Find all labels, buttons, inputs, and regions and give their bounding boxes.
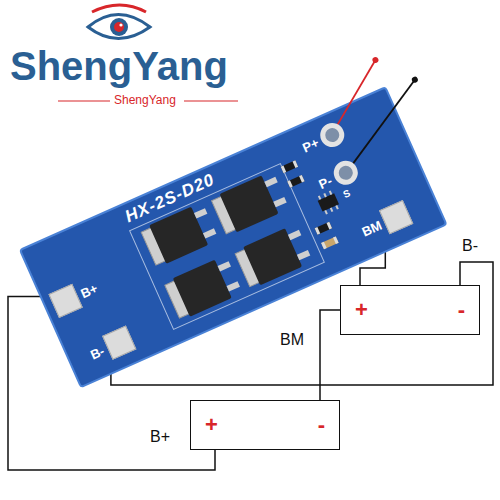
polarity-mark: - bbox=[318, 412, 325, 438]
smd-resistor bbox=[281, 158, 339, 252]
brand-subtitle: ShengYang bbox=[114, 93, 176, 107]
output-lead bbox=[313, 45, 440, 168]
pad-metal bbox=[330, 157, 362, 189]
pad-label: P- bbox=[316, 172, 334, 191]
pad-metal bbox=[48, 284, 82, 318]
mosfet bbox=[234, 223, 313, 289]
pad-label: B- bbox=[88, 343, 107, 362]
balance-pad: BM bbox=[354, 197, 416, 246]
pad-metal bbox=[379, 200, 413, 234]
pcb-board: HX-2S-D20 P+ P- BM B+ B- S bbox=[20, 87, 446, 387]
pad-label: BM bbox=[359, 217, 384, 239]
pad-metal bbox=[102, 326, 136, 360]
battery-wire bbox=[320, 310, 340, 400]
polarity-mark: - bbox=[458, 297, 465, 323]
battery-pad: B- bbox=[83, 323, 139, 370]
battery-cell: +- bbox=[340, 285, 480, 335]
output-pad: P+ bbox=[295, 116, 350, 161]
output-pad: P- bbox=[312, 154, 364, 198]
protection-ic bbox=[316, 190, 341, 216]
battery-cell: -+ bbox=[190, 400, 340, 450]
pad-label: P+ bbox=[300, 135, 321, 155]
polarity-mark: + bbox=[205, 412, 218, 438]
terminal-label: BM bbox=[280, 331, 304, 349]
polarity-mark: + bbox=[355, 297, 368, 323]
battery-pad: B+ bbox=[46, 272, 105, 320]
logo-rule bbox=[184, 100, 238, 101]
board-marking: HX-2S-D20 bbox=[122, 170, 218, 227]
silkscreen-mark: S bbox=[341, 187, 352, 200]
silkscreen-frame bbox=[130, 164, 325, 330]
eye-icon bbox=[88, 5, 150, 39]
mosfet bbox=[164, 255, 243, 321]
pcb-substrate bbox=[20, 87, 446, 387]
pad-metal bbox=[317, 119, 349, 151]
terminal-label: B+ bbox=[150, 428, 170, 446]
pad-label: B+ bbox=[78, 280, 100, 301]
mosfet bbox=[210, 170, 289, 236]
logo-rule bbox=[58, 100, 110, 101]
brand-logo: ShengYang bbox=[10, 44, 228, 89]
terminal-label: B- bbox=[462, 237, 478, 255]
